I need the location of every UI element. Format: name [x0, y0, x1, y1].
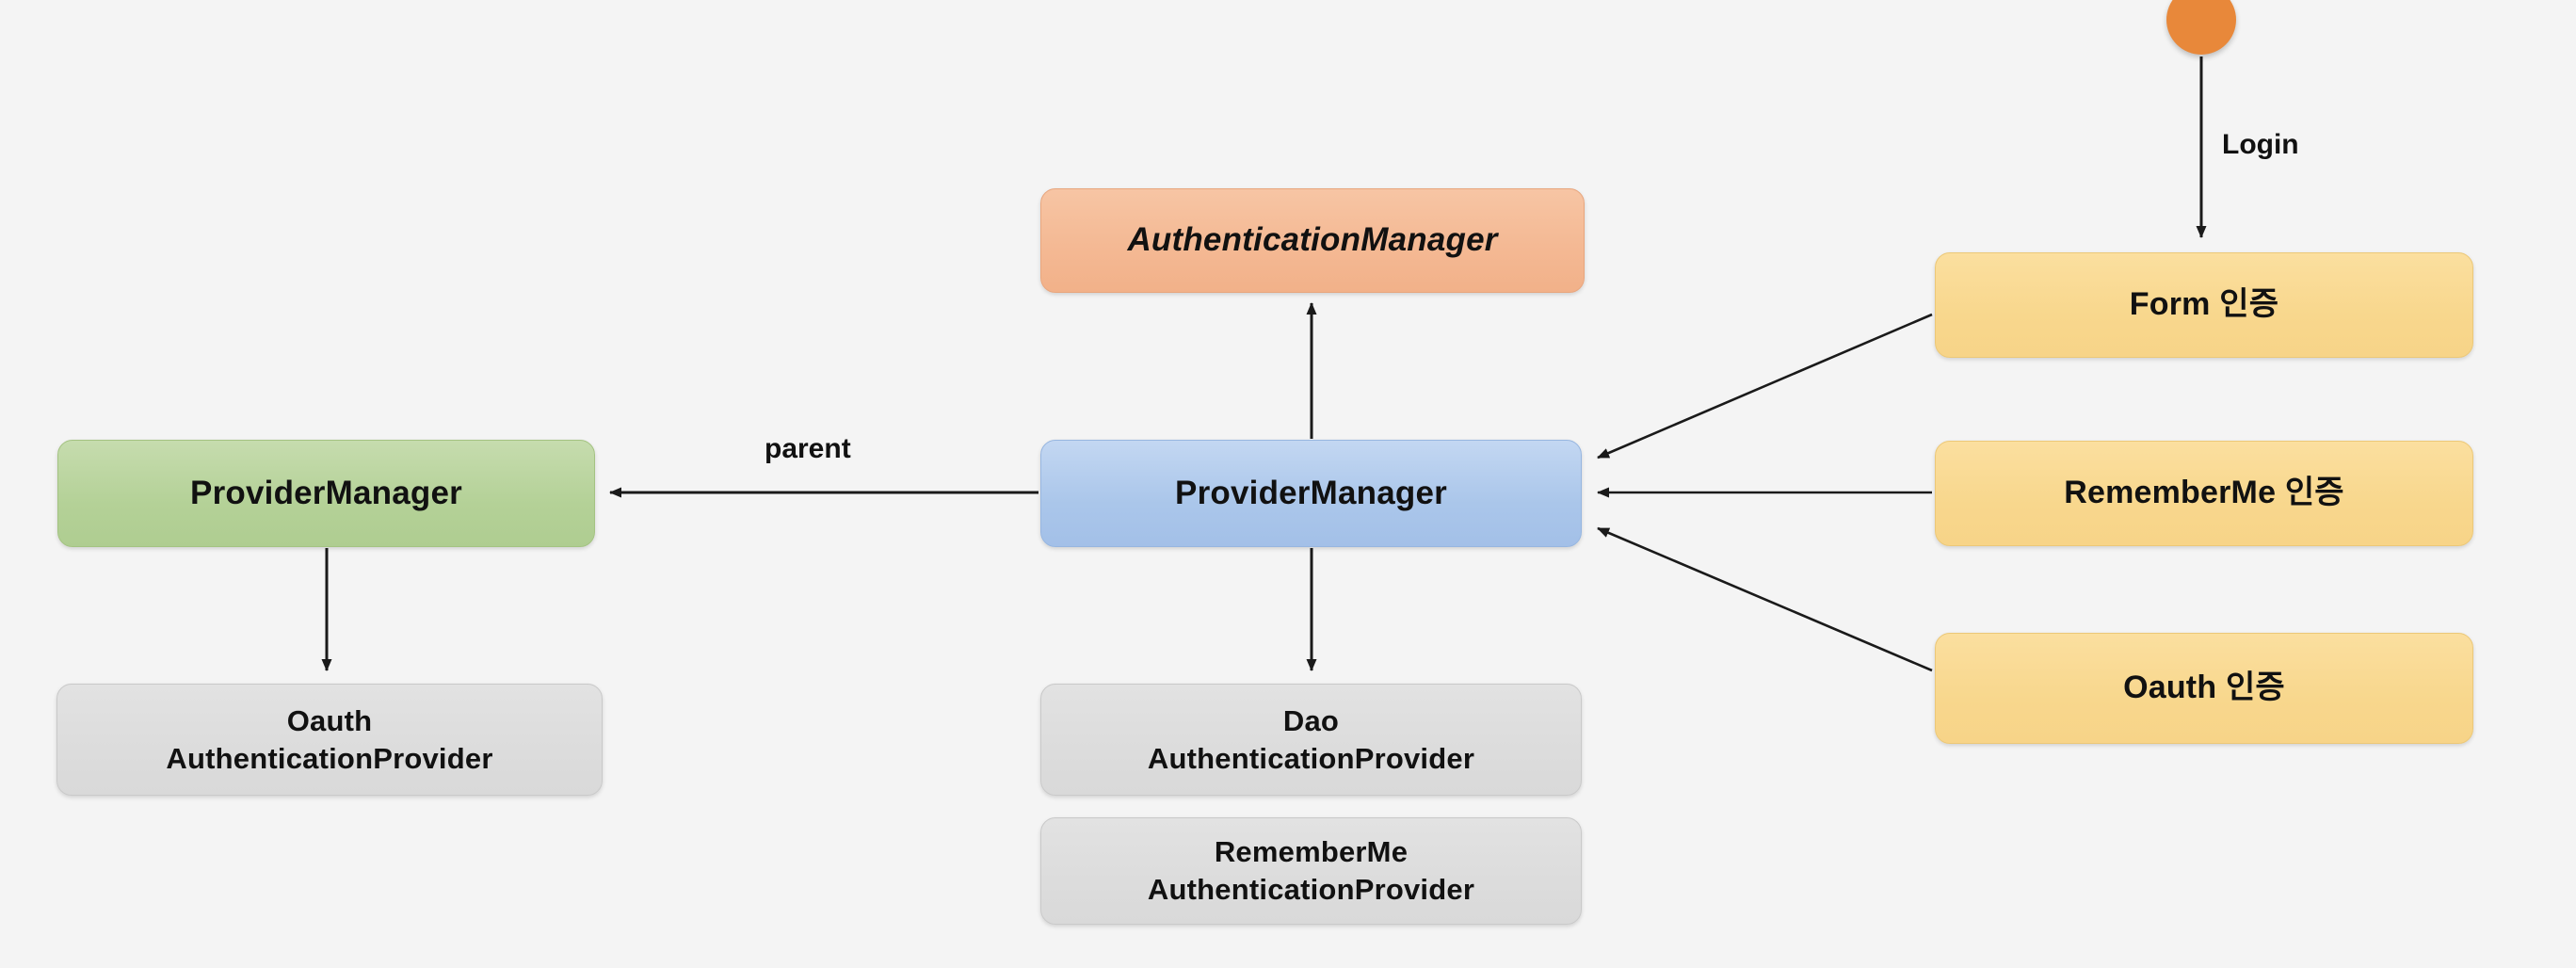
edge-label-login: Login: [2222, 129, 2299, 160]
node-dao-authentication-provider-line2: AuthenticationProvider: [1147, 741, 1475, 775]
node-form-auth-label: Form 인증: [2129, 286, 2279, 323]
node-oauth-auth[interactable]: Oauth 인증: [1935, 633, 2473, 744]
node-oauth-auth-label: Oauth 인증: [2123, 670, 2285, 706]
node-form-auth[interactable]: Form 인증: [1935, 252, 2473, 358]
edge-form-auth-to-providermanager: [1597, 313, 1933, 460]
node-provider-manager[interactable]: ProviderManager: [1040, 440, 1582, 547]
node-rememberme-auth[interactable]: RememberMe 인증: [1935, 441, 2473, 546]
node-rememberme-authentication-provider-line1: RememberMe: [1214, 835, 1409, 869]
node-dao-authentication-provider-line1: Dao: [1282, 703, 1340, 737]
edge-oauth-auth-to-providermanager: [1597, 526, 1933, 672]
node-oauth-authentication-provider-line2: AuthenticationProvider: [166, 741, 493, 775]
node-oauth-authentication-provider[interactable]: Oauth AuthenticationProvider: [56, 684, 603, 796]
edge-label-parent: parent: [765, 433, 851, 464]
node-rememberme-auth-label: RememberMe 인증: [2064, 475, 2344, 511]
node-dao-authentication-provider[interactable]: Dao AuthenticationProvider: [1040, 684, 1582, 796]
node-rememberme-authentication-provider[interactable]: RememberMe AuthenticationProvider: [1040, 817, 1582, 925]
node-dao-authentication-provider-label: Dao AuthenticationProvider: [1148, 702, 1474, 777]
node-authentication-manager-label: AuthenticationManager: [1127, 221, 1498, 259]
user-actor-icon: [2166, 0, 2236, 55]
node-oauth-authentication-provider-label: Oauth AuthenticationProvider: [166, 702, 492, 777]
node-parent-provider-manager[interactable]: ProviderManager: [57, 440, 595, 547]
node-oauth-authentication-provider-line1: Oauth: [286, 703, 373, 737]
node-rememberme-authentication-provider-label: RememberMe AuthenticationProvider: [1148, 833, 1474, 908]
node-authentication-manager[interactable]: AuthenticationManager: [1040, 188, 1585, 293]
node-provider-manager-label: ProviderManager: [1175, 474, 1447, 511]
node-rememberme-authentication-provider-line2: AuthenticationProvider: [1147, 873, 1475, 906]
node-parent-provider-manager-label: ProviderManager: [190, 474, 462, 511]
